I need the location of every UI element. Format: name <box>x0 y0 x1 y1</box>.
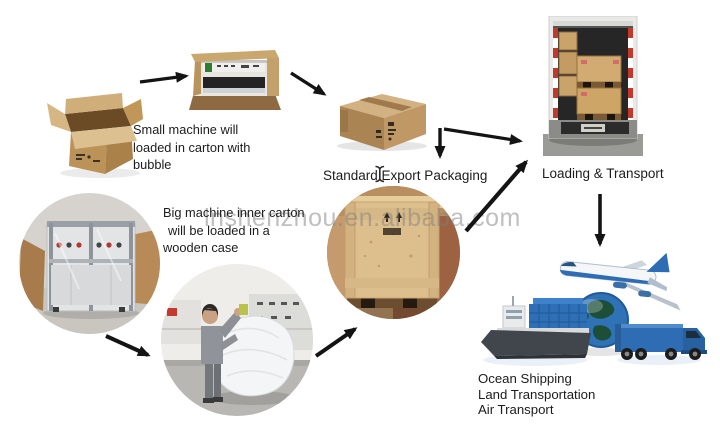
blue-truck-icon <box>615 324 707 360</box>
transport-illustration <box>473 246 707 386</box>
machine-in-carton-image <box>187 44 284 112</box>
wrapping-photo <box>161 264 313 416</box>
caption-line: Big machine inner carton <box>163 205 305 220</box>
caption-small-machine: Small machine will loaded in carton with… <box>133 121 250 174</box>
open-carton-image <box>45 82 145 180</box>
cargo-ship-icon <box>481 296 591 359</box>
caption-line: Ocean Shipping <box>478 371 572 386</box>
airplane-icon <box>559 252 681 311</box>
caption-line: wooden case <box>163 240 239 255</box>
caption-standard-packaging: Standard Export Packaging <box>323 168 488 183</box>
arrow-machine-to-wrapping <box>105 334 151 357</box>
text-cursor-icon <box>374 165 386 183</box>
caption-loading-transport: Loading & Transport <box>542 166 664 181</box>
big-machine-photo <box>19 193 160 334</box>
caption-line: loaded in carton with <box>133 139 251 155</box>
caption-line: bubble <box>133 157 172 172</box>
caption-line: Small machine will <box>133 122 239 137</box>
truck-loading-image <box>543 16 643 156</box>
caption-line: Land Transportation <box>478 386 596 402</box>
arrow-openbox-to-machinecarton <box>139 71 189 84</box>
wooden-case-photo <box>327 186 460 319</box>
caption-line: Air Transport <box>478 402 554 418</box>
caption-final-transport: Ocean Shipping Land Transportation Air T… <box>478 371 595 418</box>
caption-line: will be loaded in a <box>168 222 270 238</box>
arrow-machinecarton-to-box <box>290 71 327 96</box>
closed-carton-image <box>332 84 432 152</box>
caption-big-machine: Big machine inner carton will be loaded … <box>163 204 305 257</box>
arrow-wrapping-to-case <box>314 327 358 358</box>
arrow-box-to-truck <box>443 127 523 145</box>
